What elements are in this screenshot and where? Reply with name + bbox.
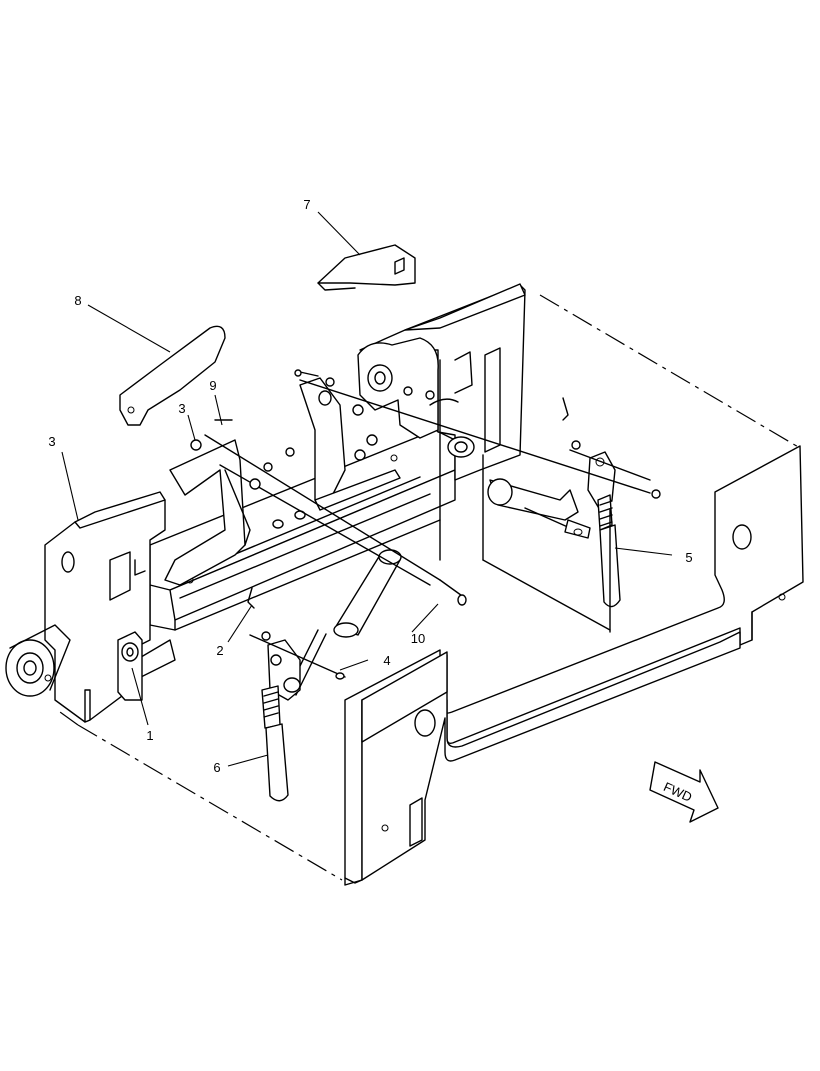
leader-lines xyxy=(61,211,673,767)
callout-5: 5 xyxy=(685,550,692,565)
callout-6: 6 xyxy=(213,760,220,775)
callout-10: 10 xyxy=(411,631,425,646)
callout-2: 2 xyxy=(216,643,223,658)
right-cylinder xyxy=(487,478,591,539)
callout-7: 7 xyxy=(303,197,310,212)
right-upright-bracket xyxy=(357,283,526,481)
front-side-plate xyxy=(344,631,741,884)
callout-4: 4 xyxy=(383,653,390,668)
left-upright-bracket xyxy=(44,491,166,723)
cover-part-8 xyxy=(119,325,226,426)
callout-3-washer: 3 xyxy=(178,401,185,416)
fwd-direction-arrow: FWD xyxy=(649,761,719,823)
callout-1: 1 xyxy=(146,728,153,743)
callout-9: 9 xyxy=(209,378,216,393)
center-upright-bracket xyxy=(299,377,401,511)
left-lever-assembly xyxy=(261,639,301,802)
callout-8: 8 xyxy=(74,293,81,308)
cover-part-7 xyxy=(317,244,416,291)
callout-3-bracket: 3 xyxy=(48,434,55,449)
left-pivot-boss xyxy=(5,624,71,697)
left-cylinder xyxy=(287,549,402,696)
callout-labels: 1 2 3 3 4 5 6 7 8 9 10 xyxy=(48,197,692,775)
frame-outline xyxy=(59,294,801,881)
